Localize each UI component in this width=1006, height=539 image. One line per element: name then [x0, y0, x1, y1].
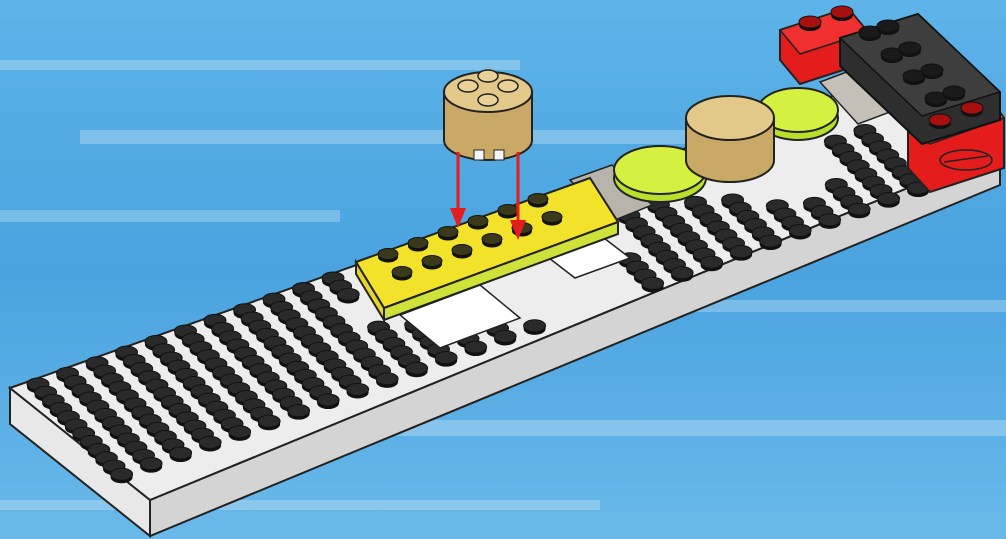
stud — [877, 20, 899, 32]
tan-round-brick-floating — [444, 70, 532, 160]
stud — [408, 238, 428, 249]
stud — [317, 394, 339, 406]
stud — [831, 6, 853, 18]
stud — [542, 212, 562, 223]
stud — [438, 227, 458, 238]
stud — [961, 102, 983, 114]
tan-round-brick-placed — [686, 96, 774, 182]
stud — [199, 436, 221, 448]
stud — [468, 216, 488, 227]
stud — [899, 42, 921, 54]
stud — [848, 203, 870, 215]
stud — [465, 341, 487, 353]
stud — [406, 362, 428, 374]
stud — [528, 194, 548, 205]
stud — [494, 330, 516, 342]
stud — [701, 256, 723, 268]
stud — [422, 256, 442, 267]
stud — [921, 64, 943, 76]
stud — [111, 468, 133, 480]
stud — [760, 235, 782, 247]
stud — [929, 114, 951, 126]
stud — [140, 458, 162, 470]
stud — [378, 249, 398, 260]
stud — [337, 288, 359, 300]
stud — [229, 426, 251, 438]
stud — [452, 245, 472, 256]
stud — [789, 224, 811, 236]
stud — [524, 320, 546, 332]
stud — [730, 246, 752, 258]
stud — [392, 267, 412, 278]
stud — [819, 214, 841, 226]
stud — [347, 383, 369, 395]
stud — [642, 277, 664, 289]
stud — [288, 405, 310, 417]
stud — [878, 193, 900, 205]
stud — [170, 447, 192, 459]
stud — [482, 234, 502, 245]
stud — [799, 16, 821, 28]
stud — [258, 415, 280, 427]
stud — [376, 373, 398, 385]
stud — [498, 205, 518, 216]
stud — [671, 267, 693, 279]
stud — [943, 86, 965, 98]
stud — [435, 352, 457, 364]
